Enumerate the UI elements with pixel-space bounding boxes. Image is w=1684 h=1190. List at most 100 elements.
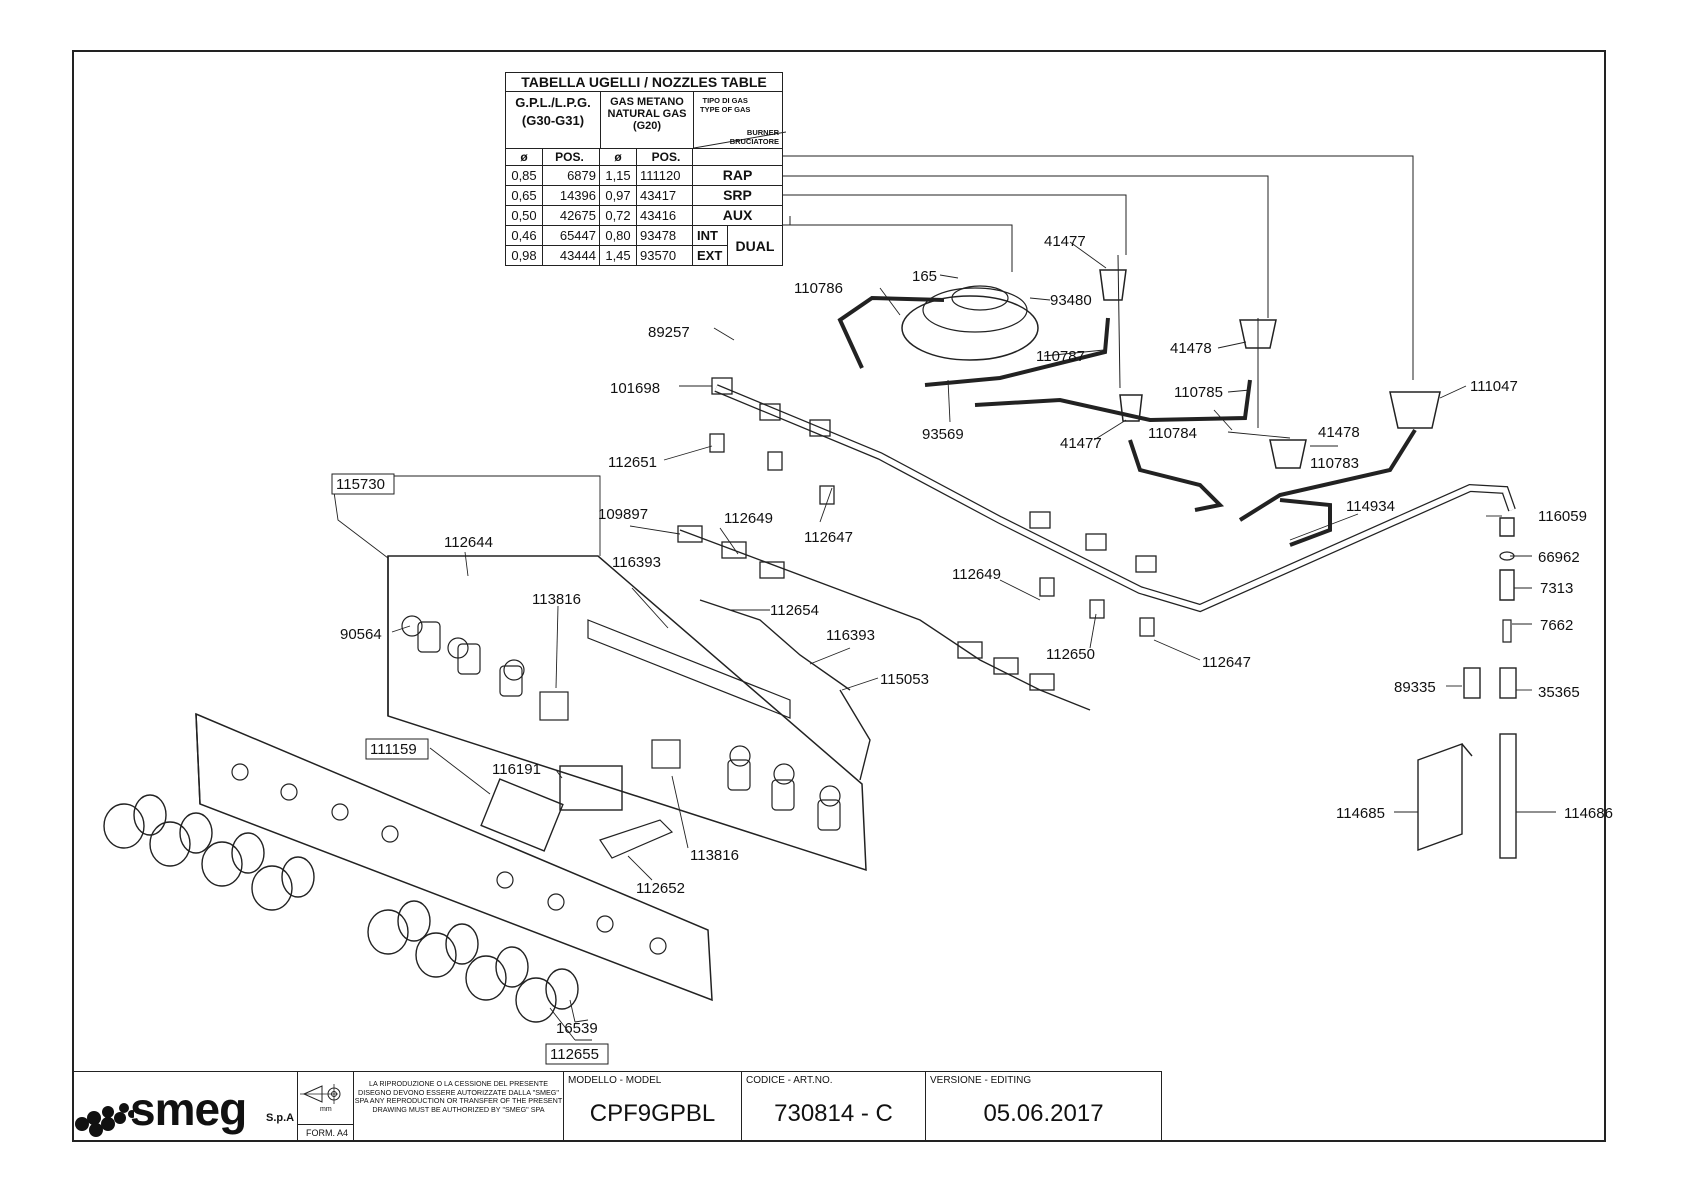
projection-symbol-icon bbox=[300, 1084, 341, 1104]
nozzle-row-srp: 0,65 14396 0,97 43417 SRP bbox=[506, 186, 782, 206]
burner-41478-left bbox=[1239, 319, 1277, 349]
drawing-frame bbox=[72, 50, 1606, 1142]
label-89335: 89335 bbox=[1394, 679, 1436, 696]
label-110786: 110786 bbox=[794, 280, 843, 297]
model-value: CPF9GPBL bbox=[589, 1100, 716, 1127]
display-pcb-116191 bbox=[559, 765, 623, 811]
form-cell: mm FORM. A4 bbox=[298, 1072, 354, 1142]
label-115730: 115730 bbox=[336, 476, 385, 493]
nozzle-row-rap: 0,85 6879 1,15 111120 RAP bbox=[506, 166, 782, 186]
version-cell: VERSIONE - EDITING 05.06.2017 bbox=[926, 1072, 1161, 1142]
version-caption: VERSIONE - EDITING bbox=[930, 1075, 1032, 1086]
reproduction-notice: LA RIPRODUZIONE O LA CESSIONE DEL PRESEN… bbox=[354, 1072, 564, 1142]
nozzle-rows-dual: 0,46 65447 0,80 93478 INT 0,98 43444 1,4… bbox=[506, 226, 782, 265]
table-line-dual bbox=[783, 216, 1013, 272]
burner-pipe-110786 bbox=[837, 295, 945, 369]
burner-label-2: BRUCIATORE bbox=[729, 137, 779, 146]
gas-type-label-1: TIPO DI GAS bbox=[702, 96, 748, 105]
logo-word: smeg bbox=[130, 1083, 247, 1135]
label-165: 165 bbox=[912, 268, 937, 285]
label-90564: 90564 bbox=[340, 626, 382, 643]
label-41477b: 41477 bbox=[1060, 435, 1102, 452]
gas-type-label-2: TYPE OF GAS bbox=[700, 105, 751, 114]
natural-header-line1: GAS METANO bbox=[610, 96, 684, 108]
label-113816a: 113816 bbox=[532, 591, 581, 608]
part-labels: 41477 165 93480 110786 89257 110787 4147… bbox=[331, 233, 1613, 1065]
burner-41477-top bbox=[1099, 269, 1127, 301]
lpg-header-line2: (G30-G31) bbox=[521, 113, 585, 128]
label-111047: 111047 bbox=[1470, 378, 1518, 395]
burner-pipe-110783 bbox=[1238, 428, 1417, 522]
label-16539: 16539 bbox=[556, 1020, 598, 1037]
label-110785: 110785 bbox=[1174, 384, 1223, 401]
mm-label: mm bbox=[320, 1106, 332, 1113]
fitting-116059 bbox=[1499, 517, 1515, 537]
fascia-knob-holes bbox=[231, 763, 667, 955]
label-112652: 112652 bbox=[636, 880, 685, 897]
fitting-35365 bbox=[1499, 667, 1517, 699]
burner-pipe-110785 bbox=[974, 379, 1252, 423]
label-112650: 112650 bbox=[1046, 646, 1095, 663]
label-116393b: 116393 bbox=[826, 627, 875, 644]
ribbon-cable-112652 bbox=[599, 819, 674, 859]
burner-label-1: BURNER bbox=[746, 128, 779, 137]
label-66962: 66962 bbox=[1538, 549, 1580, 566]
label-41477a: 41477 bbox=[1044, 233, 1086, 250]
smeg-dots-icon bbox=[75, 1103, 134, 1137]
label-116191: 116191 bbox=[492, 761, 541, 778]
label-112644: 112644 bbox=[444, 534, 493, 551]
version-value: 05.06.2017 bbox=[983, 1100, 1104, 1127]
form-size: FORM. A4 bbox=[306, 1128, 349, 1138]
fitting-89335 bbox=[1463, 667, 1481, 699]
natural-header-line2: NATURAL GAS bbox=[607, 108, 687, 120]
label-112647b: 112647 bbox=[1202, 654, 1251, 671]
model-caption: MODELLO - MODEL bbox=[568, 1075, 662, 1086]
table-line-rap bbox=[783, 155, 1414, 380]
label-114685: 114685 bbox=[1336, 805, 1385, 822]
label-89257: 89257 bbox=[648, 324, 690, 341]
burner-pipe-110784 bbox=[1128, 439, 1225, 512]
pipe-114686 bbox=[1499, 733, 1517, 859]
fitting-7313 bbox=[1499, 569, 1515, 601]
burner-pipe-114934 bbox=[1279, 498, 1332, 547]
label-112647a: 112647 bbox=[804, 529, 853, 546]
logo-suffix: S.p.A bbox=[266, 1112, 295, 1124]
bracket-114685 bbox=[1417, 743, 1473, 851]
label-116393a: 116393 bbox=[612, 554, 661, 571]
label-112649a: 112649 bbox=[724, 510, 773, 527]
burner-111047 bbox=[1389, 391, 1441, 429]
wiring-harness bbox=[679, 529, 1091, 781]
control-knobs bbox=[103, 794, 579, 1023]
label-101698: 101698 bbox=[610, 380, 660, 397]
label-93569: 93569 bbox=[922, 426, 964, 443]
label-93480: 93480 bbox=[1050, 292, 1092, 309]
burner-41478-right bbox=[1269, 439, 1307, 469]
nozzle-row-dual-ext: 0,98 43444 1,45 93570 EXT bbox=[506, 246, 727, 265]
nozzle-row-dual-int: 0,46 65447 0,80 93478 INT bbox=[506, 226, 727, 246]
nozzles-table-header: G.P.L./L.P.G. (G30-G31) GAS METANO NATUR… bbox=[506, 92, 786, 149]
label-112655: 112655 bbox=[550, 1046, 599, 1063]
nozzles-table: TABELLA UGELLI / NOZZLES TABLE G.P.L./L.… bbox=[505, 72, 786, 266]
label-111159: 111159 bbox=[370, 741, 417, 758]
nozzles-col-headers: ø POS. ø POS. bbox=[506, 149, 782, 166]
label-110787: 110787 bbox=[1036, 348, 1085, 365]
burner-41477-mid bbox=[1119, 394, 1143, 422]
table-line-aux bbox=[783, 194, 1127, 389]
label-7662: 7662 bbox=[1540, 617, 1573, 634]
fitting-7662 bbox=[1502, 619, 1512, 643]
code-value: 730814 - C bbox=[774, 1100, 893, 1127]
table-line-srp bbox=[783, 175, 1269, 428]
label-112651: 112651 bbox=[608, 454, 657, 471]
label-110784: 110784 bbox=[1148, 425, 1197, 442]
nozzles-table-title: TABELLA UGELLI / NOZZLES TABLE bbox=[506, 73, 782, 92]
title-block: smeg S.p.A mm FORM. A4 LA RIPRODUZIONE O… bbox=[72, 1071, 1162, 1142]
model-cell: MODELLO - MODEL CPF9GPBL bbox=[564, 1072, 742, 1142]
natural-header-line3: (G20) bbox=[632, 120, 662, 132]
label-7313: 7313 bbox=[1540, 580, 1573, 597]
dual-burner-label: DUAL bbox=[727, 226, 782, 265]
nozzle-row-aux: 0,50 42675 0,72 43416 AUX bbox=[506, 206, 782, 226]
panel-switch-cutouts bbox=[401, 615, 841, 831]
label-41478a: 41478 bbox=[1170, 340, 1212, 357]
label-110783: 110783 bbox=[1310, 455, 1359, 472]
display-window bbox=[480, 778, 564, 852]
